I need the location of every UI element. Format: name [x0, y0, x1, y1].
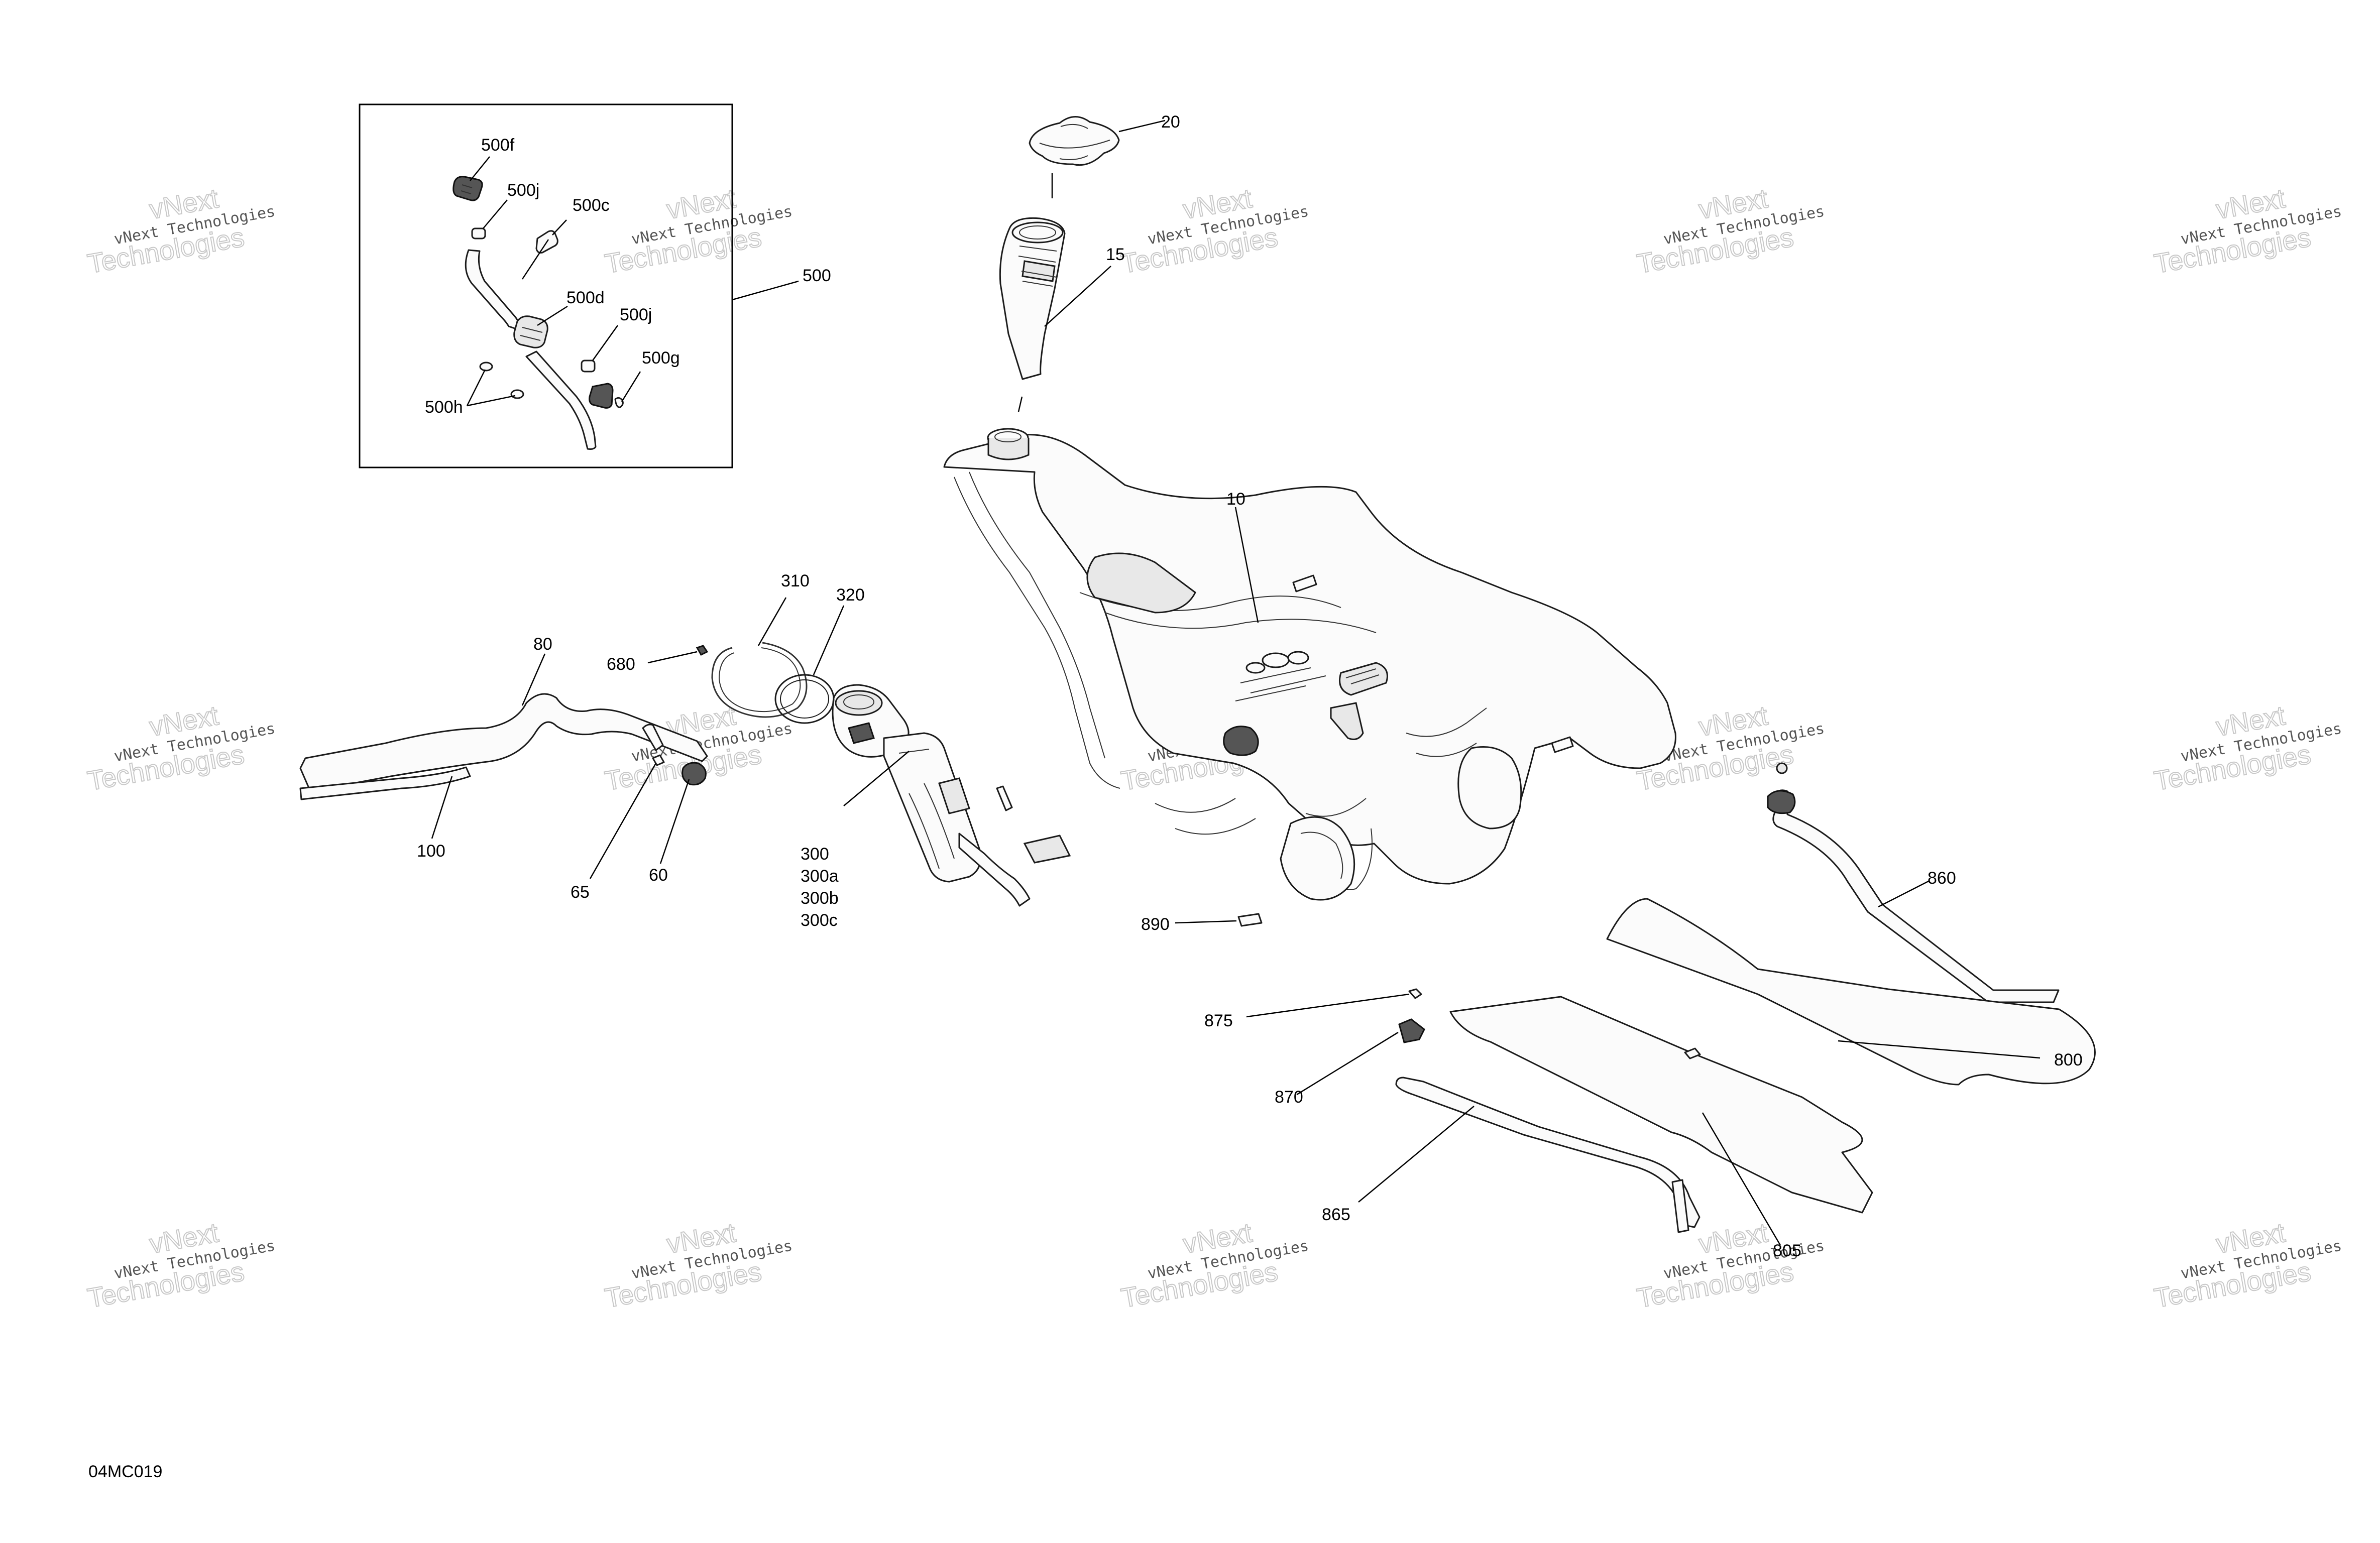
part-870-nut	[1296, 1018, 1425, 1096]
part-15-filler-neck	[999, 217, 1111, 412]
part-80-fuel-line	[299, 653, 708, 792]
part-890-pad	[1175, 913, 1263, 927]
label-805: 805	[1773, 1241, 1801, 1260]
label-100: 100	[417, 842, 445, 861]
label-500j-a: 500j	[507, 181, 539, 200]
label-500g: 500g	[642, 348, 680, 368]
part-805-skid-plate	[1449, 996, 1873, 1246]
part-800-skid-plate	[1606, 898, 2096, 1086]
label-300c: 300c	[801, 911, 838, 930]
label-300: 300	[801, 845, 829, 864]
label-300b: 300b	[801, 889, 839, 908]
part-865-tank-strap	[1358, 1077, 1701, 1233]
label-500d: 500d	[566, 288, 605, 307]
label-500j-b: 500j	[620, 305, 652, 324]
label-80: 80	[533, 635, 552, 654]
label-870: 870	[1275, 1088, 1303, 1107]
part-10-fuel-tank	[943, 428, 1676, 901]
label-800: 800	[2054, 1050, 2083, 1070]
inset-leaders	[466, 156, 641, 407]
part-100-fuel-line	[299, 766, 471, 839]
label-890: 890	[1141, 915, 1170, 934]
part-500-hose-assembly	[452, 176, 624, 450]
part-60-connector	[659, 762, 707, 864]
label-310: 310	[781, 571, 810, 590]
label-500f: 500f	[481, 136, 515, 155]
label-10: 10	[1226, 490, 1245, 509]
label-65: 65	[571, 883, 590, 902]
part-860-tank-strap	[1767, 762, 2060, 1003]
part-300-fuel-pump-module	[832, 684, 1071, 907]
part-320-gasket	[774, 605, 845, 724]
part-20-fuel-cap	[1029, 116, 1166, 198]
label-875: 875	[1204, 1011, 1233, 1030]
part-680-screw	[647, 645, 709, 664]
label-60: 60	[649, 866, 668, 885]
label-500c: 500c	[573, 196, 610, 215]
diagram-code: 04MC019	[88, 1462, 162, 1481]
label-500h: 500h	[425, 398, 463, 417]
inset-frame-500	[359, 103, 799, 468]
label-15: 15	[1106, 245, 1125, 264]
part-310-lock-ring	[711, 597, 808, 718]
part-65-clamp	[589, 754, 665, 879]
part-875-bolt	[1246, 988, 1422, 1018]
callout-labels: 20 15 10 500 500f 500j 500c 500d 500j 50…	[417, 112, 2083, 1260]
label-680: 680	[607, 655, 635, 674]
label-500: 500	[803, 266, 831, 285]
label-300a: 300a	[801, 867, 839, 886]
label-865: 865	[1322, 1205, 1350, 1224]
label-20: 20	[1161, 112, 1180, 132]
label-320: 320	[836, 585, 865, 605]
label-860: 860	[1928, 869, 1956, 888]
